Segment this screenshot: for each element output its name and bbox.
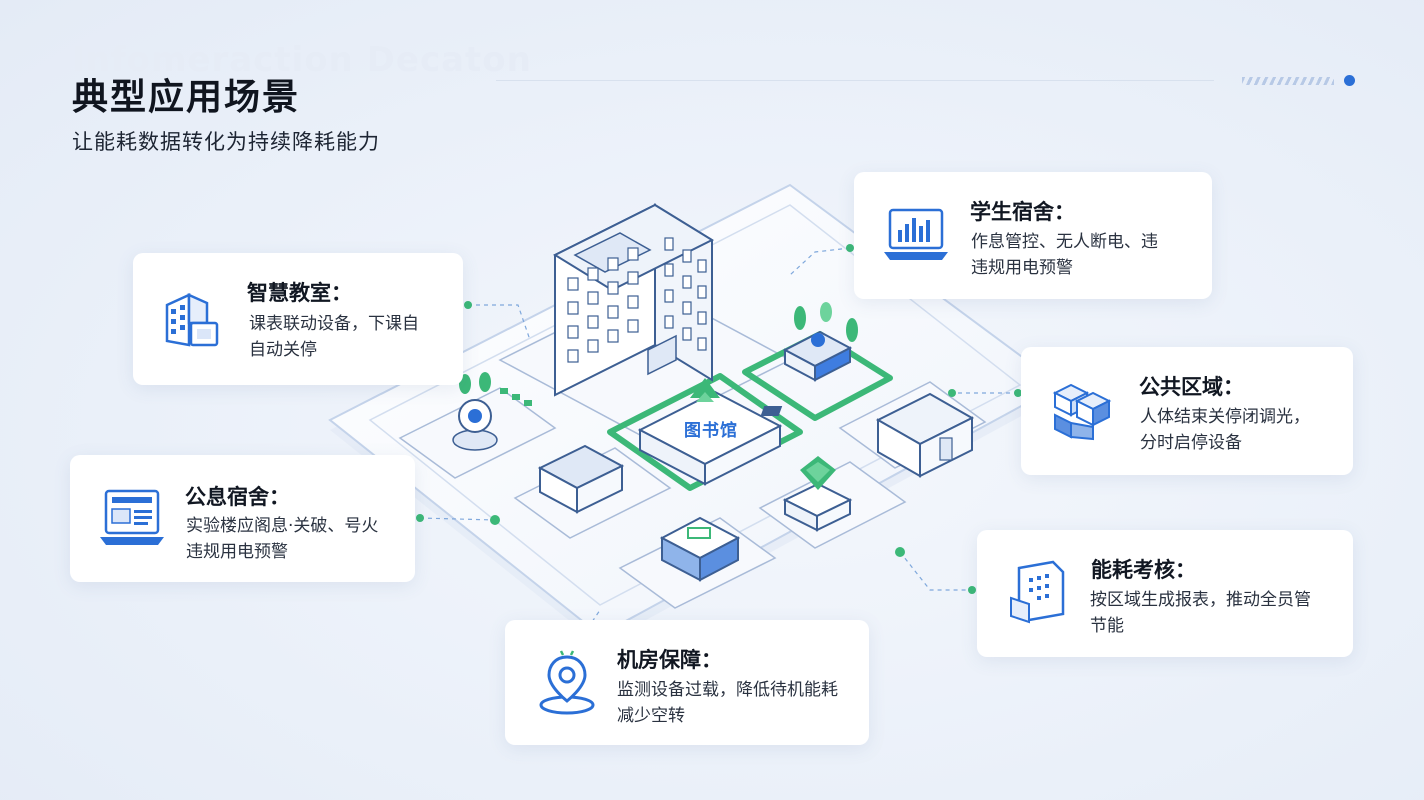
- header-divider: [496, 80, 1214, 81]
- green-tower-building: [782, 456, 853, 532]
- green-path-library: [607, 373, 803, 491]
- card-student-dorm: 学生宿舍： 作息管控、无人断电、违 违规用电预警: [854, 172, 1212, 299]
- card-desc-line2: 减少空转: [617, 706, 685, 726]
- location-pin-icon: [539, 649, 595, 714]
- main-building: [552, 203, 715, 397]
- background-watermark: Infomeraction Decaton: [72, 40, 532, 80]
- card-title: 学生宿舍：: [970, 200, 1075, 224]
- green-dashes: [500, 388, 532, 406]
- decorative-stripes: [1242, 77, 1334, 85]
- card-desc-line1: 作息管控、无人断电、违: [971, 232, 1158, 252]
- document-laptop-icon: [100, 489, 164, 545]
- library-label: 图书馆: [684, 421, 738, 441]
- card-title: 智慧教室：: [247, 281, 352, 305]
- card-desc-line1: 按区域生成报表，推动全员管: [1090, 590, 1311, 610]
- decorative-dot: [1344, 75, 1355, 86]
- card-title: 公共区域：: [1139, 375, 1244, 399]
- card-desc-line2: 节能: [1090, 616, 1124, 636]
- card-public-area: 公共区域： 人体结束关停闭调光， 分时启停设备: [1021, 347, 1353, 475]
- library-building: [637, 378, 783, 486]
- card-desc-line2: 违规用电预警: [971, 258, 1073, 278]
- card-desc-line1: 课表联动设备，下课自: [249, 314, 419, 334]
- card-desc-line1: 实验楼应阁息·关破、号火: [186, 516, 379, 536]
- page-subtitle: 让能耗数据转化为持续降耗能力: [72, 130, 380, 154]
- right-building: [760, 392, 975, 478]
- top-small-building: [782, 302, 858, 382]
- card-title: 能耗考核：: [1091, 558, 1196, 582]
- card-lab-dorm: 公息宿舍： 实验楼应阁息·关破、号火 违规用电预警: [70, 455, 415, 582]
- connector-dots: [416, 244, 1022, 594]
- card-server-room: 机房保障： 监测设备过载，降低待机能耗 减少空转: [505, 620, 869, 745]
- card-desc-line1: 人体结束关停闭调光，: [1140, 407, 1310, 427]
- card-title: 公息宿舍：: [185, 485, 290, 509]
- card-title: 机房保障：: [617, 648, 722, 672]
- left-mid-building: [537, 444, 625, 514]
- bottom-building: [659, 516, 741, 582]
- card-desc-line2: 自动关停: [249, 340, 317, 360]
- laptop-chart-icon: [884, 208, 948, 260]
- card-desc-line2: 违规用电预警: [186, 542, 288, 562]
- card-desc-line1: 监测设备过载，降低待机能耗: [617, 680, 838, 700]
- report-icon: [1010, 560, 1065, 623]
- page-title: 典型应用场景: [72, 77, 301, 118]
- blocks-icon: [1052, 383, 1112, 441]
- card-desc-line2: 分时启停设备: [1140, 433, 1242, 453]
- card-smart-classroom: 智慧教室： 课表联动设备，下课自 自动关停: [133, 253, 463, 385]
- building-icon: [165, 293, 219, 347]
- card-energy-assessment: 能耗考核： 按区域生成报表，推动全员管 节能: [977, 530, 1353, 657]
